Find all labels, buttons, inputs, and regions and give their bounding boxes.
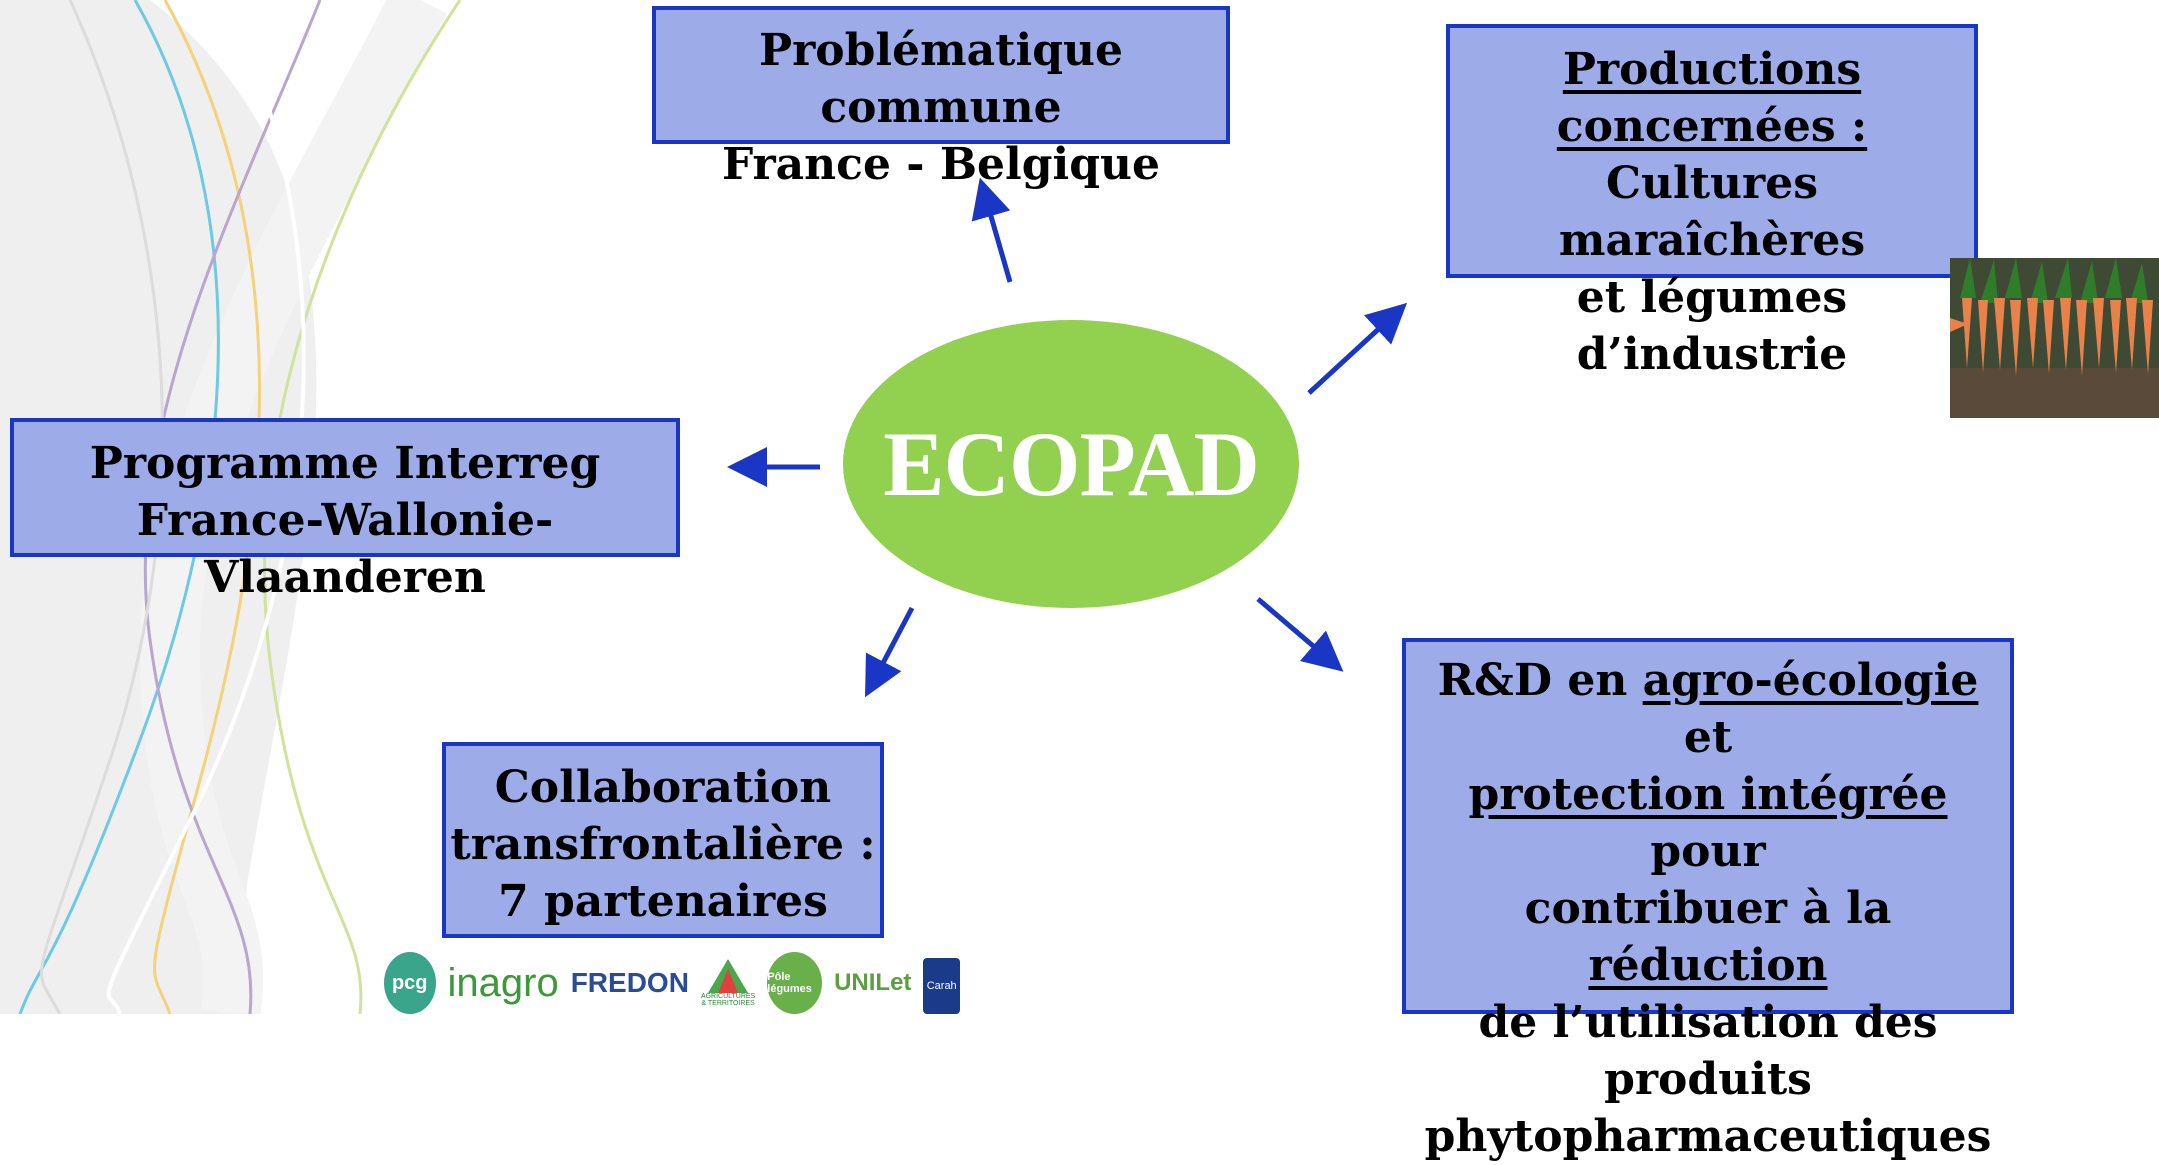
box-line: Productions xyxy=(1562,44,1862,95)
box-line: et légumes d’industrie xyxy=(1576,272,1848,380)
logo-text: pcg xyxy=(391,971,428,994)
box-line: R&D en agro-écologie et xyxy=(1406,652,2010,766)
carrot-photo xyxy=(1950,258,2159,418)
logo-unilet: UNILet xyxy=(834,952,911,1014)
text: R&D en xyxy=(1437,655,1643,706)
arrows xyxy=(727,177,1408,698)
arrow-to-top-right xyxy=(1307,302,1408,395)
logo-text: FREDON xyxy=(570,967,689,998)
center-label: ECOPAD xyxy=(883,413,1260,515)
text: contribuer à la xyxy=(1524,883,1892,934)
logo-text: Pôle légumes xyxy=(767,971,812,995)
partner-logos: pcg inagro FREDON AGRICULTURES & TERRITO… xyxy=(384,950,960,1014)
text-underlined: protection intégrée xyxy=(1468,769,1948,820)
box-line: transfrontalière : xyxy=(450,819,876,870)
logo-fredon: FREDON xyxy=(571,952,689,1014)
box-line: Collaboration xyxy=(494,762,832,813)
box-line: de l’utilisation des xyxy=(1478,997,1938,1048)
logo-carah: Carah xyxy=(923,958,960,1014)
box-productions: Productions concernées : Cultures maraîc… xyxy=(1446,24,1978,380)
box-line: France-Wallonie-Vlaanderen xyxy=(136,495,554,603)
box-collaboration: Collaboration transfrontalière : 7 parte… xyxy=(442,742,884,938)
logo-text: inagro xyxy=(447,960,559,1005)
logo-text: AGRICULTURES & TERRITOIRES xyxy=(700,993,756,1007)
box-line: protection intégrée pour xyxy=(1406,766,2010,880)
box-line: Problématique commune xyxy=(759,25,1123,133)
text: et xyxy=(1683,712,1733,763)
box-line: France - Belgique xyxy=(722,139,1160,190)
box-line: phytopharmaceutiques xyxy=(1424,1111,1992,1162)
box-problematique: Problématique commune France - Belgique xyxy=(652,6,1230,190)
arrow-to-top xyxy=(971,177,1013,283)
box-line: Cultures maraîchères xyxy=(1558,158,1866,266)
logo-text: UNILet xyxy=(834,969,912,996)
text-underlined: réduction xyxy=(1588,940,1828,991)
logo-pole-legumes: Pôle légumes xyxy=(767,952,823,1014)
logo-pcg: pcg xyxy=(384,952,436,1014)
box-line: concernées : xyxy=(1556,101,1868,152)
arrow-to-bottom-left xyxy=(865,606,915,698)
box-rd: R&D en agro-écologie et protection intég… xyxy=(1402,638,2014,1162)
arrow-to-bottom-right xyxy=(1256,597,1344,672)
text: pour xyxy=(1650,826,1766,877)
box-line: Programme Interreg xyxy=(89,438,601,489)
box-line: 7 partenaires xyxy=(498,876,828,927)
center-ellipse: ECOPAD xyxy=(843,320,1299,608)
box-line: produits xyxy=(1604,1054,1812,1105)
logo-text: Carah xyxy=(926,980,957,992)
logo-agricultures: AGRICULTURES & TERRITOIRES xyxy=(701,952,755,1014)
box-line: contribuer à la réduction xyxy=(1406,880,2010,994)
logo-inagro: inagro xyxy=(448,952,559,1014)
text-underlined: agro-écologie xyxy=(1642,655,1979,706)
box-interreg: Programme Interreg France-Wallonie-Vlaan… xyxy=(10,418,680,603)
